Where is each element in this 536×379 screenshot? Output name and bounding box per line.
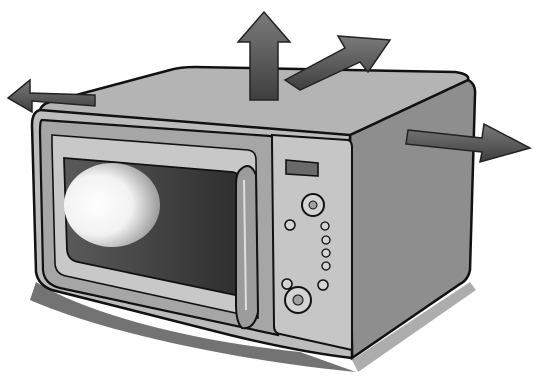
display-window xyxy=(285,159,319,177)
small-button-f[interactable] xyxy=(317,279,329,291)
small-button-g[interactable] xyxy=(281,278,293,290)
arrow-left-icon xyxy=(6,78,96,114)
arrow-right-icon xyxy=(405,122,533,164)
small-button-e[interactable] xyxy=(321,261,331,271)
window-glow xyxy=(64,163,160,247)
cabinet-side xyxy=(348,78,477,361)
arrow-back-icon xyxy=(283,35,392,91)
door-handle[interactable] xyxy=(235,165,260,330)
small-button-a[interactable] xyxy=(284,219,296,231)
top-knob-center xyxy=(308,200,318,210)
small-button-b[interactable] xyxy=(320,221,330,231)
door-handle-highlight xyxy=(243,179,247,311)
floor-shadow-right xyxy=(352,282,476,372)
bottom-knob-center xyxy=(292,294,304,306)
floor-shadow xyxy=(30,282,356,372)
arrow-up-icon xyxy=(236,10,292,101)
small-button-c[interactable] xyxy=(321,235,331,245)
small-button-d[interactable] xyxy=(321,248,331,258)
